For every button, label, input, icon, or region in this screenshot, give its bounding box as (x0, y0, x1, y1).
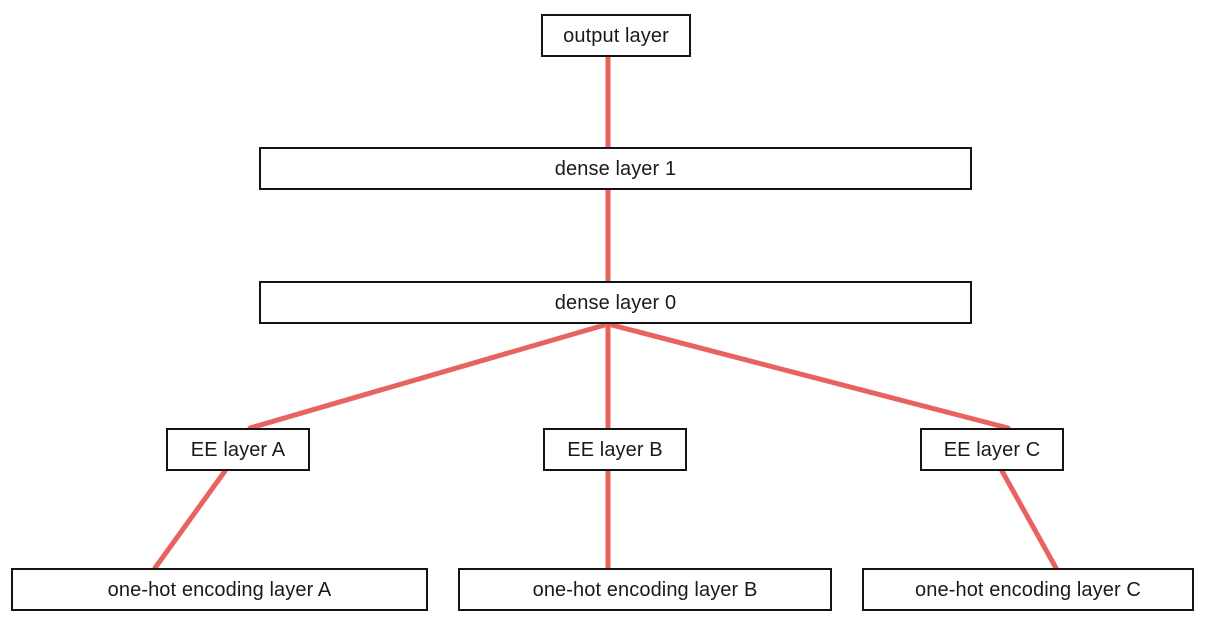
node-onehot-encoding-layer-c-label: one-hot encoding layer C (915, 578, 1141, 601)
node-dense-layer-0: dense layer 0 (259, 281, 972, 324)
edge-ee-c-to-dense0 (605, 321, 1011, 431)
edge-onehot-c-to-ee-c (999, 468, 1059, 571)
node-output-layer: output layer (541, 14, 691, 57)
node-onehot-encoding-layer-a-label: one-hot encoding layer A (107, 578, 332, 601)
node-onehot-encoding-layer-a: one-hot encoding layer A (11, 568, 428, 611)
edge-ee-a-to-dense0 (247, 321, 611, 431)
node-onehot-encoding-layer-b-label: one-hot encoding layer B (532, 578, 758, 601)
node-dense-layer-0-label: dense layer 0 (554, 291, 677, 314)
node-ee-layer-c: EE layer C (920, 428, 1064, 471)
node-dense-layer-1: dense layer 1 (259, 147, 972, 190)
node-output-layer-label: output layer (563, 24, 669, 47)
edge-onehot-a-to-ee-a (152, 468, 228, 571)
node-ee-layer-a: EE layer A (166, 428, 310, 471)
node-ee-layer-b-label: EE layer B (567, 438, 663, 461)
node-onehot-encoding-layer-c: one-hot encoding layer C (862, 568, 1194, 611)
node-ee-layer-b: EE layer B (543, 428, 687, 471)
node-onehot-encoding-layer-b: one-hot encoding layer B (458, 568, 832, 611)
node-ee-layer-a-label: EE layer A (190, 438, 286, 461)
node-ee-layer-c-label: EE layer C (943, 438, 1041, 461)
node-dense-layer-1-label: dense layer 1 (554, 157, 677, 180)
